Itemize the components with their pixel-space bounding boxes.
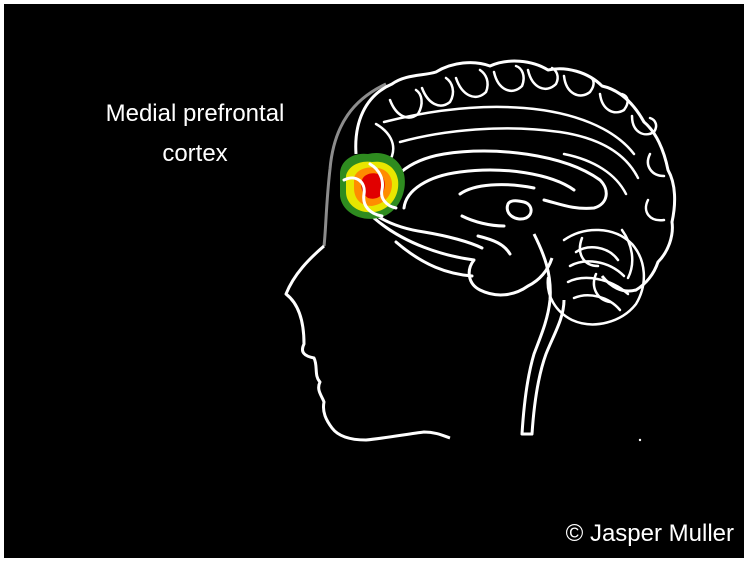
- corpus-callosum: [386, 151, 606, 254]
- region-label-line-1: Medial prefrontal: [70, 100, 320, 128]
- region-label-line-2: cortex: [70, 140, 320, 168]
- temporal-lobe: [469, 258, 552, 295]
- face-profile: [286, 246, 450, 440]
- brain-sagittal-diagram: [4, 4, 744, 558]
- brain-stem: [522, 234, 564, 434]
- speck: [639, 439, 641, 441]
- copyright-notice: © Jasper Muller: [566, 520, 734, 548]
- slide-canvas: Medial prefrontal cortex © Jasper Muller: [4, 4, 744, 558]
